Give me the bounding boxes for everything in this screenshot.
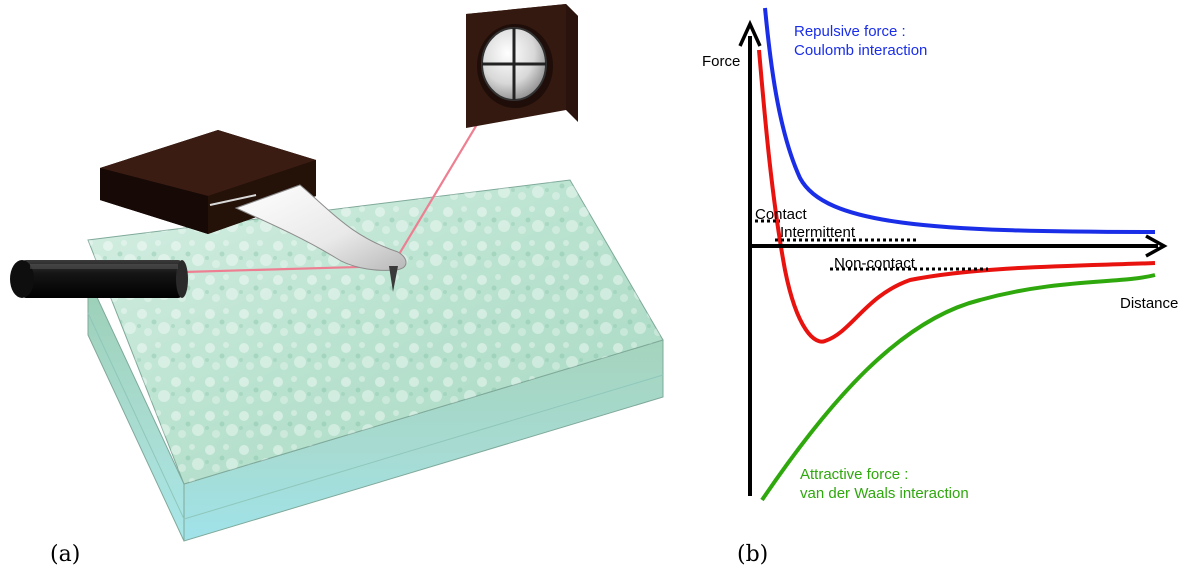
repulsive-label-line2: Coulomb interaction <box>794 42 927 59</box>
attractive-curve <box>760 273 1156 502</box>
sample-slab <box>87 179 664 542</box>
contact-label: Contact <box>755 206 808 223</box>
y-axis-arrowhead <box>738 19 762 47</box>
afm-tip <box>389 266 398 292</box>
attractive-label-line1: Attractive force : <box>800 466 908 483</box>
intermittent-label: Intermittent <box>780 224 856 241</box>
noncontact-label: Non-contact <box>834 255 916 272</box>
panel-a-label: (a) <box>50 542 81 567</box>
photodetector <box>466 4 578 128</box>
total-force-curve <box>757 49 1156 344</box>
force-distance-plot: Force Distance Repulsive force : Coulomb… <box>702 7 1178 502</box>
cantilever <box>234 184 407 292</box>
laser-source <box>10 260 188 298</box>
y-axis-label: Force <box>702 53 740 70</box>
attractive-label-line2: van der Waals interaction <box>800 485 969 502</box>
x-axis-label: Distance <box>1120 295 1178 312</box>
x-axis-arrowhead <box>1145 234 1168 258</box>
repulsive-label-line1: Repulsive force : <box>794 23 906 40</box>
afm-schematic <box>10 4 664 542</box>
panel-b-label: (b) <box>737 542 769 567</box>
repulsive-curve <box>763 7 1156 234</box>
